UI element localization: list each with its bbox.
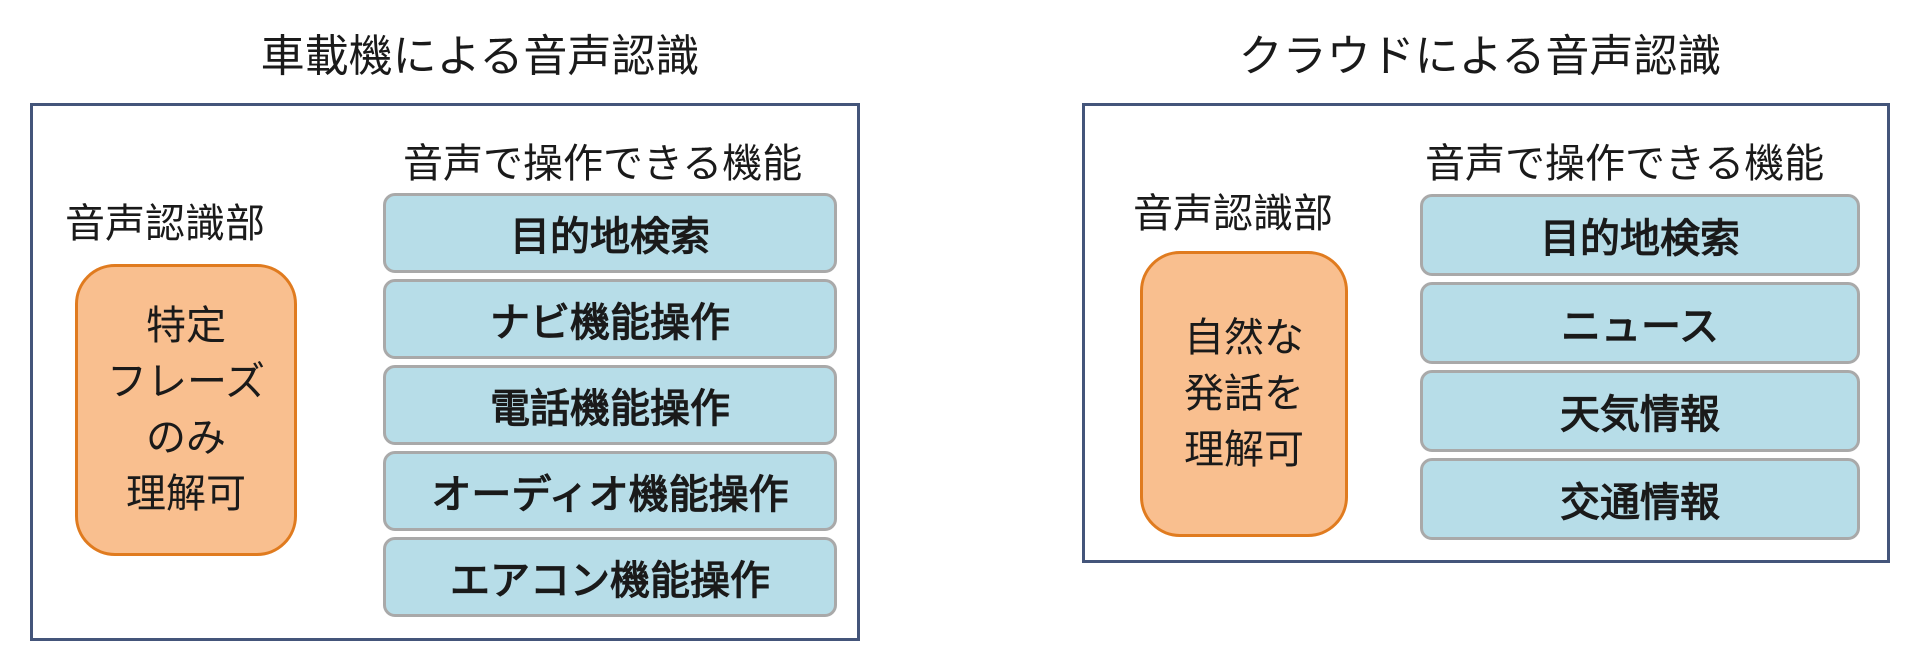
- left-function-item: エアコン機能操作: [383, 537, 837, 617]
- left-function-item: 目的地検索: [383, 193, 837, 273]
- left-recognizer-line: 特定: [146, 303, 226, 349]
- right-recognizer-box: 自然な 発話を 理解可: [1140, 251, 1348, 537]
- left-recognizer-box: 特定 フレーズ のみ 理解可: [75, 264, 297, 556]
- left-function-item: ナビ機能操作: [383, 279, 837, 359]
- right-recognizer-line: 自然な: [1184, 315, 1304, 361]
- left-recognizer-line: フレーズ: [107, 359, 265, 405]
- right-recognizer-line: 発話を: [1184, 371, 1304, 417]
- right-recognizer-line: 理解可: [1184, 427, 1304, 473]
- left-recognizer-line: のみ: [146, 415, 226, 461]
- right-recognizer-label: 音声認識部: [1133, 191, 1333, 237]
- right-function-item: 目的地検索: [1420, 194, 1860, 276]
- right-title: クラウドによる音声認識: [1238, 31, 1722, 82]
- right-functions-label: 音声で操作できる機能: [1425, 141, 1825, 187]
- left-recognizer-label: 音声認識部: [65, 201, 265, 247]
- left-frame: 音声認識部 音声で操作できる機能 特定 フレーズ のみ 理解可 目的地検索 ナビ…: [30, 103, 860, 641]
- left-recognizer-line: 理解可: [126, 471, 246, 517]
- left-title: 車載機による音声認識: [260, 31, 700, 82]
- right-function-item: 天気情報: [1420, 370, 1860, 452]
- right-function-item: 交通情報: [1420, 458, 1860, 540]
- right-function-item: ニュース: [1420, 282, 1860, 364]
- left-function-item: オーディオ機能操作: [383, 451, 837, 531]
- left-functions-label: 音声で操作できる機能: [403, 141, 803, 187]
- left-function-item: 電話機能操作: [383, 365, 837, 445]
- right-frame: 音声認識部 音声で操作できる機能 自然な 発話を 理解可 目的地検索 ニュース …: [1082, 103, 1890, 563]
